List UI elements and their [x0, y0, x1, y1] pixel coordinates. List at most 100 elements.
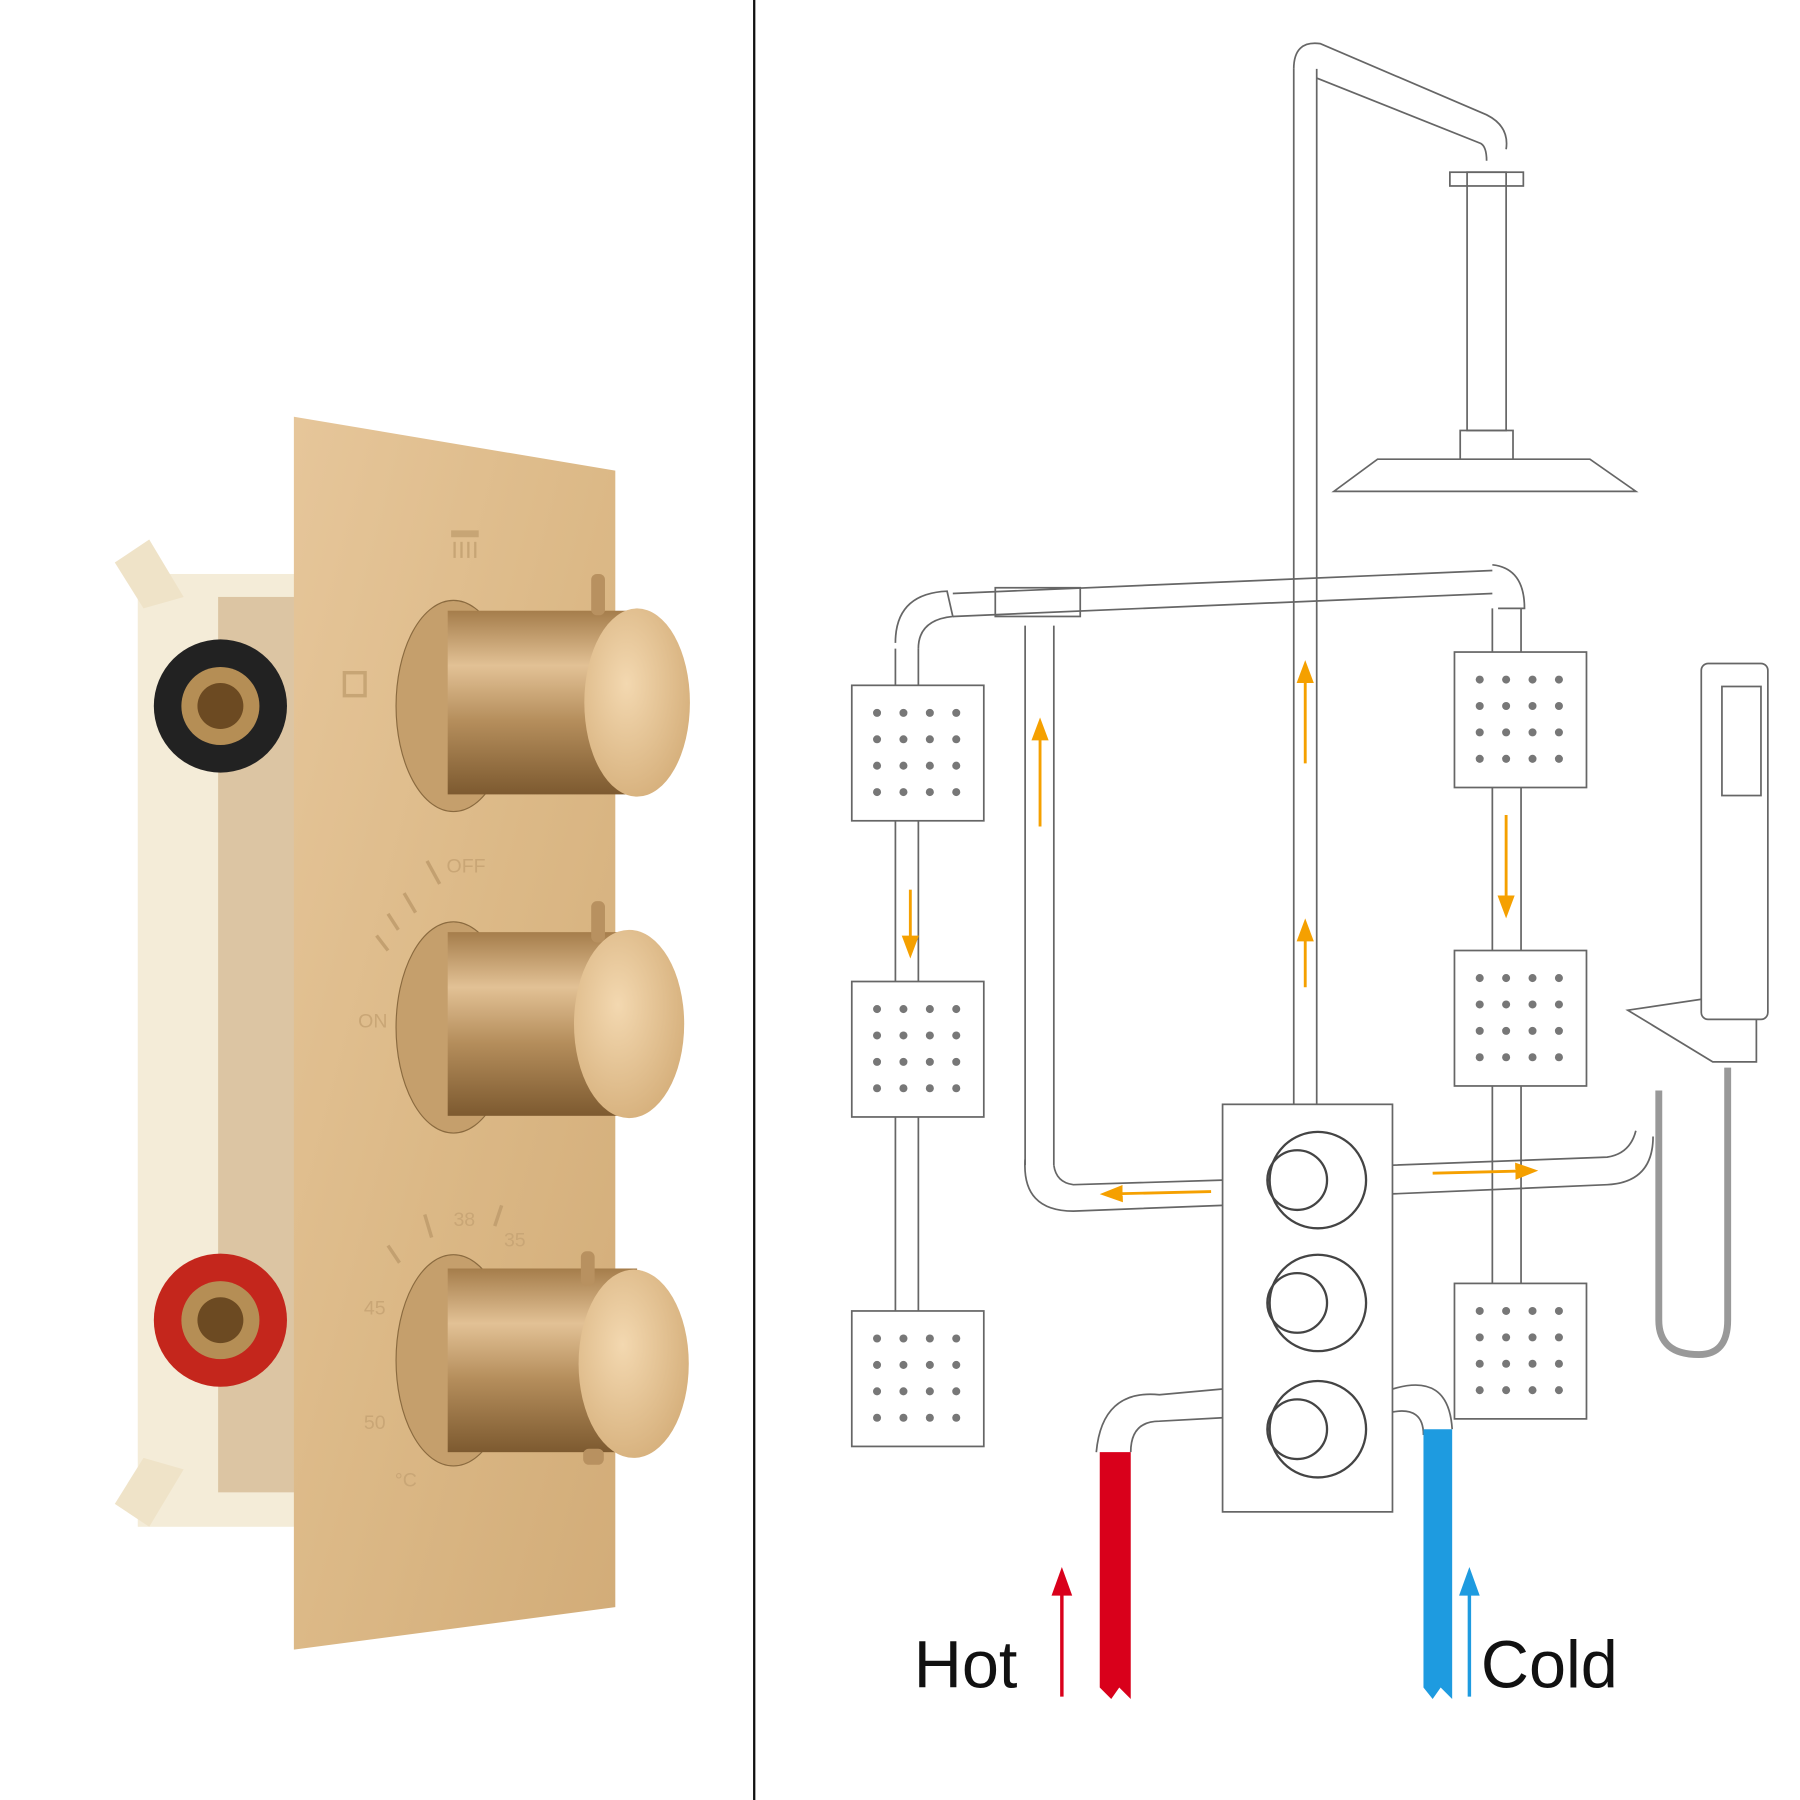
- label-38: 38: [453, 1209, 475, 1231]
- nozzle-dot: [1554, 1000, 1563, 1009]
- nozzle-dot: [873, 1413, 882, 1422]
- nozzle-dot: [1528, 1000, 1537, 1009]
- nozzle-dot: [1475, 1026, 1484, 1035]
- nozzle-dot: [1528, 728, 1537, 737]
- nozzle-dot: [1554, 701, 1563, 711]
- nozzle-dot: [1502, 1333, 1511, 1342]
- nozzle-dot: [899, 1031, 908, 1040]
- nozzle-dot: [925, 1334, 934, 1343]
- nozzle-dot: [952, 1387, 961, 1396]
- hose: [1655, 1067, 1732, 1359]
- hot-water-pipe: [1099, 1452, 1131, 1699]
- nozzle-dot: [1475, 1359, 1484, 1368]
- label-35: 35: [504, 1230, 526, 1252]
- nozzle-dot: [1528, 1386, 1537, 1395]
- handheld-shower: [1700, 662, 1769, 1021]
- body-jet: [1453, 651, 1588, 789]
- hot-inlet-elbow: [1095, 1388, 1223, 1453]
- nozzle-dot: [952, 788, 961, 797]
- nozzle-dot: [1554, 1026, 1563, 1035]
- plumbing-diagram: [850, 42, 1769, 1513]
- knob-bottom[interactable]: [395, 1251, 689, 1467]
- nozzle-dot: [899, 788, 908, 797]
- nozzle-dot: [1475, 675, 1484, 684]
- nozzle-dot: [952, 1031, 961, 1040]
- nozzle-dot: [925, 761, 934, 770]
- shower-head-icon: [451, 530, 479, 558]
- nozzle-dot: [1528, 974, 1537, 983]
- nozzle-dot: [1528, 1306, 1537, 1315]
- body-jet: [1453, 1282, 1588, 1420]
- nozzle-dot: [1554, 728, 1563, 737]
- cold-inlet-port: [153, 639, 287, 773]
- nozzle-dot: [899, 1084, 908, 1093]
- nozzle-dot: [1475, 1306, 1484, 1315]
- body-jet: [1453, 949, 1588, 1087]
- nozzle-dot: [1502, 1359, 1511, 1368]
- nozzle-dot: [925, 788, 934, 797]
- nozzle-dot: [1475, 754, 1484, 763]
- elbow: [894, 590, 954, 649]
- nozzle-dot: [873, 735, 882, 744]
- nozzle-dot: [873, 1005, 882, 1014]
- knob-top[interactable]: [395, 573, 690, 813]
- jet-nozzles: [873, 675, 1563, 1422]
- nozzle-dot: [1554, 754, 1563, 763]
- nozzle-dot: [1475, 701, 1484, 711]
- nozzle-dot: [899, 1057, 908, 1066]
- shower-arm: [1292, 42, 1508, 161]
- nozzle-dot: [952, 1360, 961, 1369]
- rain-shower-head: [1331, 458, 1639, 493]
- tee-fitting: [994, 586, 1082, 618]
- nozzle-dot: [899, 708, 908, 717]
- nozzle-dot: [1554, 1359, 1563, 1368]
- cold-arrow-icon: [1459, 1566, 1480, 1697]
- nozzle-dot: [873, 761, 882, 770]
- nozzle-dot: [899, 1387, 908, 1396]
- handheld-spray-face: [1721, 685, 1762, 797]
- valve-knob: [1268, 1130, 1368, 1230]
- nozzle-dot: [925, 1084, 934, 1093]
- nozzle-dot: [1528, 675, 1537, 684]
- hot-arrow-icon: [1051, 1566, 1073, 1697]
- dial-ticks: [375, 860, 504, 1264]
- thermostatic-valve: [1221, 1103, 1394, 1513]
- hot-inlet-port: [153, 1253, 287, 1387]
- nozzle-dot: [925, 1057, 934, 1066]
- nozzle-dot: [952, 1057, 961, 1066]
- nozzle-dot: [1554, 974, 1563, 983]
- nozzle-dot: [1502, 1306, 1511, 1315]
- elbow: [1492, 563, 1526, 610]
- nozzle-dot: [1475, 1386, 1484, 1395]
- label-celsius: °C: [395, 1470, 417, 1492]
- nozzle-dot: [952, 1084, 961, 1093]
- cold-water-pipe: [1423, 1429, 1453, 1699]
- nozzle-dot: [1502, 1053, 1511, 1062]
- nozzle-dot: [925, 1005, 934, 1014]
- nozzle-dot: [925, 1413, 934, 1422]
- nozzle-dot: [1528, 1026, 1537, 1035]
- label-on: ON: [358, 1010, 387, 1032]
- nozzle-dot: [952, 735, 961, 744]
- nozzle-dot: [925, 1031, 934, 1040]
- nozzle-dot: [873, 708, 882, 717]
- nozzle-dot: [1528, 1359, 1537, 1368]
- cold-label: Cold: [1481, 1629, 1618, 1703]
- nozzle-dot: [1554, 1053, 1563, 1062]
- nozzle-dot: [925, 708, 934, 717]
- nozzle-dot: [1502, 675, 1511, 684]
- knob-middle[interactable]: [395, 901, 685, 1134]
- nozzle-dot: [952, 761, 961, 770]
- body-jets: [850, 651, 1588, 1448]
- nozzle-dot: [1528, 1333, 1537, 1342]
- nozzle-dot: [899, 1413, 908, 1422]
- nozzle-dot: [952, 1334, 961, 1343]
- nozzle-dot: [1528, 701, 1537, 711]
- nozzle-dot: [1502, 1386, 1511, 1395]
- label-45: 45: [364, 1297, 386, 1319]
- drop-pipe: [1449, 171, 1525, 472]
- left-supply-pipe: [1024, 625, 1055, 1166]
- nozzle-dot: [899, 735, 908, 744]
- nozzle-dot: [873, 788, 882, 797]
